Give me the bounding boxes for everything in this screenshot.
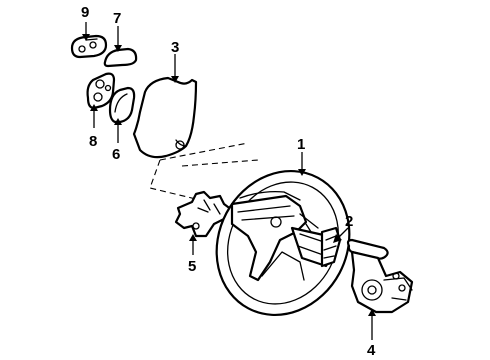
air-bag-module-part-3 bbox=[132, 76, 198, 159]
switch-assembly-part-8 bbox=[86, 72, 116, 110]
alignment-lines bbox=[149, 142, 259, 201]
callout-3: 3 bbox=[171, 39, 179, 56]
callout-2: 2 bbox=[345, 213, 353, 230]
horn-button-part-9 bbox=[70, 34, 108, 59]
callout-9: 9 bbox=[81, 4, 89, 21]
leader-lines bbox=[82, 22, 376, 340]
cover-pad-part-6 bbox=[108, 86, 136, 124]
arrowhead-2 bbox=[333, 234, 342, 243]
arrowhead-6 bbox=[114, 118, 122, 125]
arrowhead-5 bbox=[189, 234, 197, 241]
callout-7: 7 bbox=[113, 10, 121, 27]
arrowhead-3 bbox=[171, 76, 179, 83]
callout-5: 5 bbox=[188, 258, 196, 275]
callout-6: 6 bbox=[112, 146, 120, 163]
arrowhead-4 bbox=[368, 309, 376, 316]
callout-1: 1 bbox=[297, 136, 305, 153]
arrowhead-9 bbox=[82, 34, 90, 41]
arrowhead-8 bbox=[90, 104, 98, 111]
arrowhead-7 bbox=[114, 45, 122, 52]
callout-4: 4 bbox=[367, 342, 376, 359]
combination-switch-part-4 bbox=[346, 238, 414, 314]
callout-labels: 9 7 3 8 6 1 2 5 4 bbox=[81, 4, 376, 359]
arrowhead-1 bbox=[298, 169, 306, 176]
steering-wheel-part-1 bbox=[215, 169, 351, 317]
callout-8: 8 bbox=[89, 133, 97, 150]
emblem-cover-part-7 bbox=[103, 47, 138, 68]
